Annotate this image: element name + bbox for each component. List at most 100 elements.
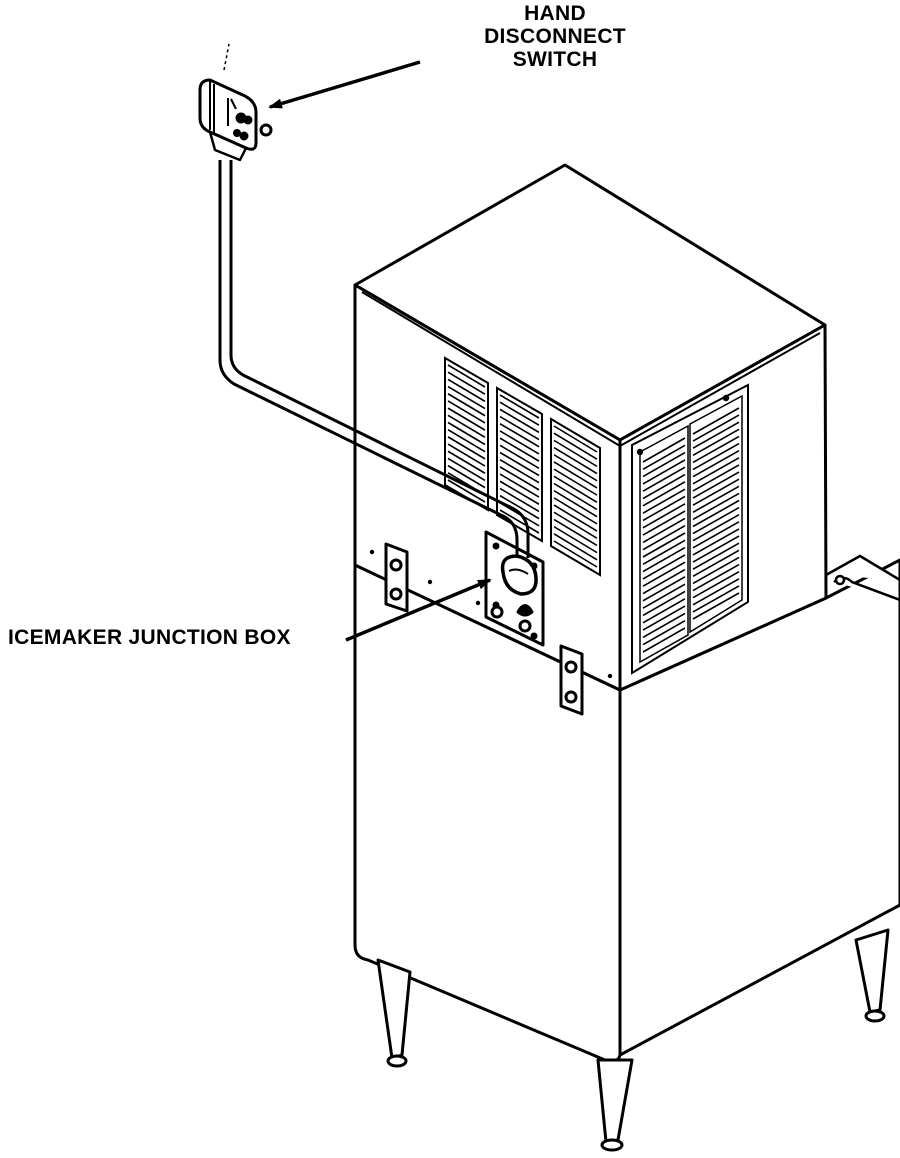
- hand-disconnect-switch-label: HAND DISCONNECT SWITCH: [480, 2, 630, 71]
- louver-slat: [642, 554, 686, 580]
- bracket-right: [559, 644, 584, 716]
- louver-slat: [642, 517, 686, 544]
- louver-slat: [642, 583, 686, 609]
- louver-slat: [642, 561, 686, 587]
- louver-slat: [692, 585, 740, 613]
- leg-right: [854, 928, 890, 1014]
- leg-foot: [864, 1009, 886, 1023]
- louver-slat: [553, 525, 598, 554]
- louver-slat: [553, 468, 598, 496]
- louver-slat: [553, 497, 598, 525]
- louver-slat: [642, 488, 686, 514]
- louver-slat: [447, 457, 486, 482]
- drain-tube: [825, 554, 900, 602]
- louver-slat: [553, 511, 598, 539]
- louver-slat: [553, 446, 598, 475]
- louver-slat: [692, 528, 740, 556]
- louver-slat: [642, 473, 686, 500]
- louver-slat: [642, 444, 686, 471]
- louver-slat: [642, 510, 686, 536]
- louver-slat: [499, 444, 540, 470]
- louver-slat: [553, 504, 598, 532]
- louver-slat: [642, 612, 686, 639]
- callout-line: HAND: [524, 2, 586, 25]
- louver-slat: [499, 466, 540, 491]
- louver-slat: [447, 428, 486, 453]
- louver-slat: [642, 590, 686, 617]
- louver-slat: [692, 556, 740, 585]
- louver-slat: [499, 487, 540, 513]
- louver-slat: [499, 430, 540, 455]
- louver-slat: [553, 454, 598, 482]
- louver-slat: [692, 535, 740, 563]
- louver-slat: [692, 449, 740, 478]
- disconnect-switch: [198, 43, 273, 162]
- louver-slat: [692, 471, 740, 499]
- louver-slat: [447, 378, 486, 403]
- louver-slat: [642, 627, 686, 653]
- louver-slat: [553, 540, 598, 568]
- conduit: [218, 160, 530, 558]
- legs: [376, 928, 890, 1152]
- louver-slat: [499, 394, 540, 419]
- louver-slat: [642, 605, 686, 631]
- mounting-brackets: [384, 542, 584, 716]
- louver-slat: [553, 475, 598, 503]
- louver-slat: [642, 495, 686, 522]
- louver-slat: [692, 442, 740, 471]
- louver-slat: [642, 532, 686, 558]
- louver-slat: [642, 598, 686, 624]
- louver-slat: [499, 408, 540, 434]
- louver-slat: [692, 514, 740, 542]
- louver-slat: [447, 464, 486, 489]
- top-edge-detail: [361, 291, 821, 690]
- louver-slat: [447, 393, 486, 417]
- louver-slat: [692, 521, 740, 549]
- louver-slat: [642, 546, 686, 573]
- louver-slat: [499, 451, 540, 477]
- louver-slat: [447, 385, 486, 410]
- louver-slat: [692, 549, 740, 578]
- louver-slat: [553, 439, 598, 468]
- bracket-left: [384, 542, 409, 613]
- louver-slat: [499, 401, 540, 426]
- louver-slat: [447, 414, 486, 439]
- louver-slat: [642, 451, 686, 478]
- louver-slat: [553, 490, 598, 518]
- louver-slat: [692, 492, 740, 521]
- louver-slat: [692, 578, 740, 606]
- louver-slat: [499, 437, 540, 462]
- louver-slat: [447, 407, 486, 431]
- louver-slat: [499, 494, 540, 520]
- callout-line: DISCONNECT: [484, 25, 626, 48]
- louver-slat: [642, 481, 686, 507]
- leg-front: [596, 1058, 634, 1144]
- louver-slat: [499, 480, 540, 505]
- louver-slat: [553, 461, 598, 489]
- louver-slat: [447, 443, 486, 467]
- junction-knob: [500, 554, 538, 596]
- louver-slat: [642, 459, 686, 485]
- icemaker-junction-box-label: ICEMAKER JUNCTION BOX: [8, 626, 291, 649]
- louver-slat: [692, 464, 740, 492]
- louver-slat: [553, 482, 598, 511]
- louver-slat: [499, 458, 540, 484]
- louver-slat: [642, 576, 686, 602]
- junction-box: [484, 530, 545, 647]
- louver-slat: [499, 509, 540, 534]
- louver-slat: [642, 524, 686, 551]
- louver-slat: [692, 421, 740, 449]
- louver-slat: [692, 407, 740, 435]
- louver-slat: [692, 570, 740, 599]
- side-grille: [631, 383, 749, 675]
- louver-slat: [692, 457, 740, 485]
- louver-slat: [553, 518, 598, 547]
- louver-slat: [642, 437, 686, 463]
- switch-leader-arrow: [268, 60, 421, 109]
- louver-slat: [692, 506, 740, 535]
- leader-arrows: [268, 60, 492, 642]
- louver-slat: [692, 592, 740, 620]
- junction-leader-arrow: [345, 578, 492, 642]
- louver-slat: [447, 400, 486, 424]
